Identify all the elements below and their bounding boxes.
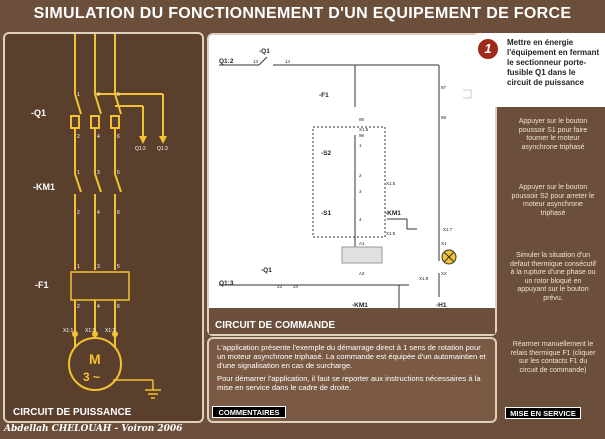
terminal-label: 3 bbox=[97, 264, 100, 270]
terminal-label: 3 bbox=[97, 92, 100, 98]
terminal-label: 2 bbox=[359, 173, 362, 178]
terminal-label: 4 bbox=[97, 210, 100, 216]
instruction-s1: Appuyer sur le bouton poussoir S1 pour f… bbox=[518, 118, 588, 151]
motor-terminal-label: X1:2 bbox=[85, 328, 96, 334]
terminal-label: 4 bbox=[97, 134, 100, 140]
start-service-button[interactable]: MISE EN SERVICE bbox=[505, 407, 581, 419]
step-number-badge: 1 bbox=[476, 37, 500, 61]
cmd-h1-label: -H1 bbox=[436, 302, 447, 309]
terminal-label: 97 bbox=[441, 85, 447, 90]
motor-terminal-label: X1:1 bbox=[63, 328, 74, 334]
km1-label: -KM1 bbox=[33, 182, 55, 192]
terminal-label: 2 bbox=[77, 134, 80, 140]
info-paragraph: L'application présente l'exemple du déma… bbox=[217, 343, 486, 370]
instruction-reset: Réarmer manuellement le relais thermique… bbox=[510, 341, 596, 374]
terminal-label: 5 bbox=[117, 170, 120, 176]
terminal-label: 98 bbox=[441, 115, 447, 120]
terminal-label: X1:6 bbox=[359, 127, 369, 132]
terminal-label: 1 bbox=[359, 143, 362, 148]
terminal-label: X2 bbox=[441, 271, 447, 276]
terminal-label: X1:8 bbox=[419, 276, 429, 281]
terminal-label: X1:5 bbox=[386, 181, 396, 186]
motor-phase-label: 3 ~ bbox=[83, 370, 100, 384]
power-circuit-panel: 1 3 5 2 4 6 1 3 5 2 4 6 1 3 5 2 4 6 X1:1… bbox=[3, 32, 204, 423]
terminal-label: A2 bbox=[359, 271, 365, 276]
cmd-f1-label[interactable]: -F1 bbox=[319, 92, 329, 99]
terminal-label: 2 bbox=[77, 304, 80, 310]
terminal-label: X1:7 bbox=[443, 227, 453, 232]
q1-3-label: Q1:3 bbox=[157, 146, 168, 152]
cmd-q1-bottom-label: -Q1 bbox=[261, 267, 272, 274]
terminal-label: 3 bbox=[97, 170, 100, 176]
cmd-s1-label[interactable]: -S1 bbox=[321, 210, 332, 217]
power-circuit-diagram: 1 3 5 2 4 6 1 3 5 2 4 6 1 3 5 2 4 6 X1:1… bbox=[31, 34, 168, 399]
terminal-label: 6 bbox=[117, 304, 120, 310]
terminal-label: 6 bbox=[117, 134, 120, 140]
motor-m-label: M bbox=[89, 351, 101, 367]
cmd-q1-top-label[interactable]: -Q1 bbox=[259, 48, 270, 55]
cmd-q1-2-label: Q1:2 bbox=[219, 58, 234, 65]
page-title: SIMULATION DU FONCTIONNEMENT D'UN EQUIPE… bbox=[0, 0, 605, 50]
command-circuit-label: CIRCUIT DE COMMANDE bbox=[215, 320, 335, 331]
terminal-label: 6 bbox=[117, 210, 120, 216]
terminal-label: 24 bbox=[293, 284, 299, 289]
terminal-label: 1 bbox=[77, 264, 80, 270]
instruction-s2: Appuyer sur le bouton poussoir S2 pour a… bbox=[511, 184, 595, 217]
terminal-label: 23 bbox=[277, 284, 283, 289]
q1-label[interactable]: -Q1 bbox=[31, 108, 46, 118]
km1-coil bbox=[341, 246, 383, 264]
terminal-label: 2 bbox=[77, 210, 80, 216]
power-circuit-label: CIRCUIT DE PUISSANCE bbox=[13, 407, 132, 418]
cmd-q1-3-label: Q1:3 bbox=[219, 280, 234, 287]
author-credit: Abdellah CHELOUAH - Voiron 2006 bbox=[4, 424, 183, 434]
command-circuit-diagram: -Q1 Q1:2 -F1 -S2 -S1 -KM1 -Q1 Q1:3 -KM1 … bbox=[219, 48, 472, 325]
current-step-text: Mettre en énergie l'équipement en ferman… bbox=[507, 38, 600, 87]
comments-button[interactable]: COMMENTAIRES bbox=[212, 406, 286, 418]
terminal-label: 5 bbox=[117, 264, 120, 270]
cmd-km1-coil-label: -KM1 bbox=[352, 302, 368, 309]
terminal-label: 14 bbox=[285, 59, 291, 64]
cmd-s2-label[interactable]: -S2 bbox=[321, 150, 332, 157]
terminal-label: 4 bbox=[97, 304, 100, 310]
info-paragraph: Pour démarrer l'application, il faut se … bbox=[217, 374, 481, 392]
terminal-label: 1 bbox=[77, 92, 80, 98]
terminal-label: 4 bbox=[359, 217, 362, 222]
command-label-bar bbox=[209, 308, 495, 334]
motor-terminal-label: X1:3 bbox=[105, 328, 116, 334]
cmd-km1-contact-label: -KM1 bbox=[385, 210, 401, 217]
instruction-defect: Simuler la situation d'un defaut thermiq… bbox=[510, 252, 596, 302]
terminal-label: 13 bbox=[253, 59, 259, 64]
terminal-label: 5 bbox=[117, 92, 120, 98]
command-circuit-panel: -Q1 Q1:2 -F1 -S2 -S1 -KM1 -Q1 Q1:3 -KM1 … bbox=[207, 33, 497, 336]
terminal-label: X1:5 bbox=[386, 231, 396, 236]
f1-label: -F1 bbox=[35, 280, 49, 290]
q1-2-label: Q1:2 bbox=[135, 146, 146, 152]
terminal-label: A1 bbox=[359, 241, 365, 246]
terminal-label: 1 bbox=[77, 170, 80, 176]
terminal-label: 95 bbox=[359, 117, 365, 122]
terminal-label: X1 bbox=[441, 241, 447, 246]
terminal-label: 96 bbox=[359, 133, 365, 138]
terminal-label: 3 bbox=[359, 189, 362, 194]
